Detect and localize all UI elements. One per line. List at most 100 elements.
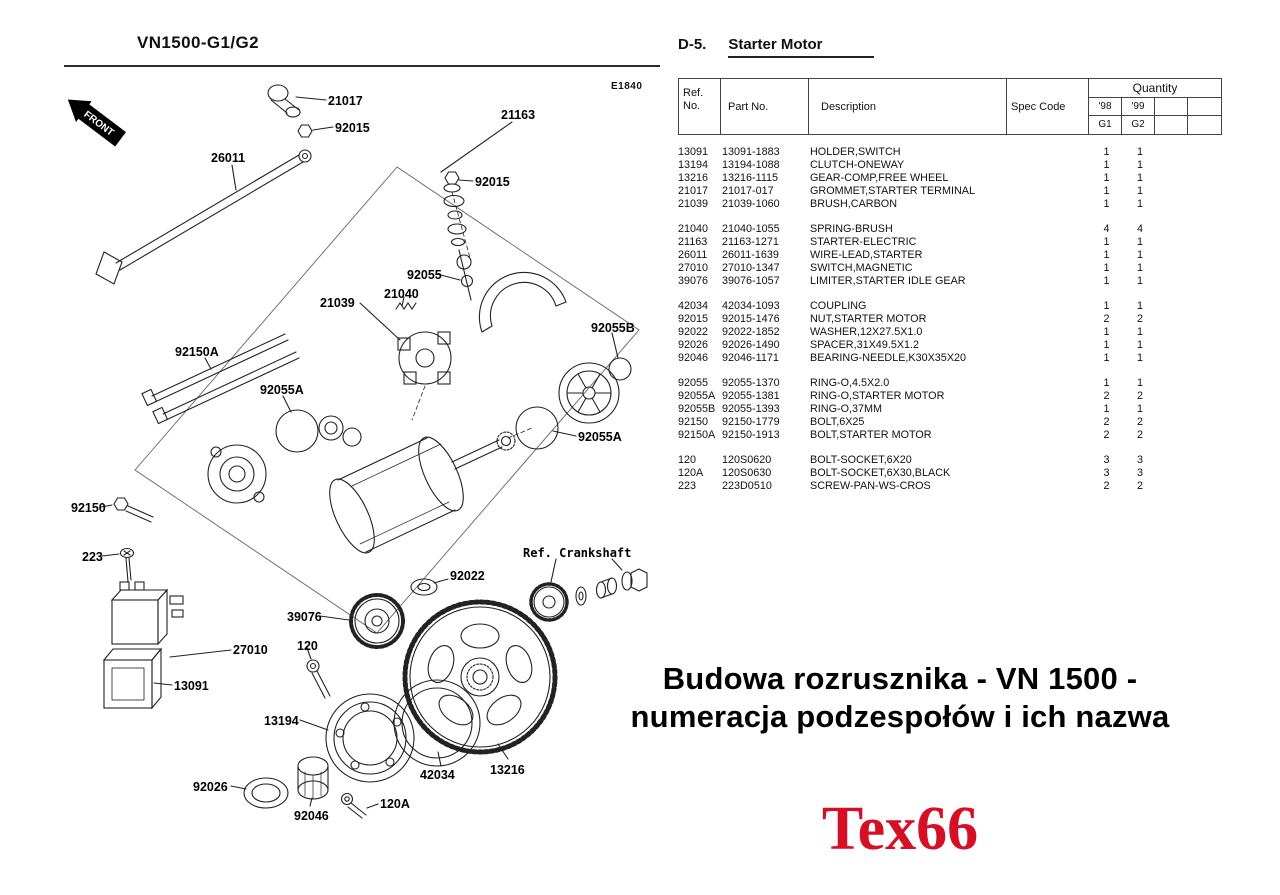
- cell-qty-99: 1: [1136, 352, 1143, 364]
- cell-description: LIMITER,STARTER IDLE GEAR: [810, 275, 966, 287]
- cell-qty-99: 1: [1136, 159, 1143, 171]
- cell-spec-code: [1008, 275, 1090, 288]
- diagram-title: VN1500-G1/G2: [137, 33, 259, 52]
- cell-part-no: 13216-1115: [722, 172, 779, 184]
- cell-qty-99: 2: [1136, 390, 1143, 402]
- cell-qty-blank2: [1190, 416, 1223, 429]
- part-label-ref-crankshaft: Ref. Crankshaft: [523, 546, 632, 560]
- cell-part-no: 39076-1057: [722, 275, 780, 287]
- cell-ref-no: 39076: [678, 275, 709, 287]
- cell-part-no: 92026-1490: [722, 339, 780, 351]
- cell-qty-blank2: [1190, 390, 1223, 403]
- cell-ref-no: 92026: [678, 339, 709, 351]
- cell-qty-99: 2: [1136, 480, 1143, 492]
- cell-part-no: 92150-1779: [722, 416, 780, 428]
- part-label-92150a: 92150A: [175, 345, 219, 359]
- cell-spec-code: [1008, 352, 1090, 365]
- part-label-42034: 42034: [420, 768, 455, 782]
- cell-qty-98: 1: [1103, 403, 1110, 415]
- cell-ref-no: 92015: [678, 313, 709, 325]
- cell-qty-99: 1: [1136, 403, 1143, 415]
- cell-qty-blank1: [1157, 313, 1190, 326]
- part-label-92055a: 92055A: [260, 383, 304, 397]
- cell-qty-blank2: [1190, 429, 1223, 442]
- cell-qty-98: 1: [1103, 146, 1110, 158]
- cell-qty-blank1: [1157, 198, 1190, 211]
- part-label-21163: 21163: [501, 108, 536, 122]
- cell-part-no: 92150-1913: [722, 429, 780, 441]
- table-title: D-5.Starter Motor: [678, 36, 875, 58]
- cell-qty-blank2: [1190, 172, 1223, 185]
- cell-spec-code: [1008, 416, 1090, 429]
- cell-qty-blank2: [1190, 236, 1223, 249]
- cell-qty-blank1: [1157, 326, 1190, 339]
- cell-part-no: 92055-1370: [722, 377, 780, 389]
- part-label-39076: 39076: [287, 610, 322, 624]
- part-label-92150: 92150: [71, 501, 106, 515]
- cell-qty-98: 2: [1103, 429, 1110, 441]
- cell-qty-99: 1: [1136, 275, 1143, 287]
- part-label-120: 120: [297, 639, 318, 653]
- header-description: Description: [809, 79, 1007, 134]
- cell-qty-blank2: [1190, 159, 1223, 172]
- cell-ref-no: 92022: [678, 326, 709, 338]
- cell-part-no: 92015-1476: [722, 313, 780, 325]
- cell-qty-98: 2: [1103, 416, 1110, 428]
- cell-spec-code: [1008, 159, 1090, 172]
- cell-ref-no: 120A: [678, 467, 704, 479]
- cell-qty-98: 1: [1103, 198, 1110, 210]
- cell-qty-98: 2: [1103, 480, 1110, 492]
- caption-line-1: Budowa rozrusznika - VN 1500 -: [662, 661, 1138, 696]
- cell-part-no: 27010-1347: [722, 262, 780, 274]
- cell-spec-code: [1008, 146, 1090, 159]
- section-title: Starter Motor: [728, 36, 875, 58]
- cell-part-no: 120S0630: [722, 467, 772, 479]
- table-row: 39076 39076-1057 LIMITER,STARTER IDLE GEAR…: [678, 275, 1224, 288]
- header-model-g2: G2: [1122, 116, 1155, 134]
- cell-ref-no: 13194: [678, 159, 709, 171]
- cell-qty-blank1: [1157, 275, 1190, 288]
- cell-part-no: 92022-1852: [722, 326, 780, 338]
- cell-spec-code: [1008, 223, 1090, 236]
- cell-qty-blank1: [1157, 403, 1190, 416]
- cell-qty-99: 1: [1136, 185, 1143, 197]
- cell-qty-blank2: [1190, 275, 1223, 288]
- header-model-blank1: [1155, 116, 1188, 134]
- cell-qty-98: 1: [1103, 377, 1110, 389]
- part-label-92026: 92026: [193, 780, 228, 794]
- header-part-no: Part No.: [721, 79, 809, 134]
- cell-qty-98: 1: [1103, 326, 1110, 338]
- cell-qty-blank1: [1157, 454, 1190, 467]
- cell-qty-blank1: [1157, 377, 1190, 390]
- cell-description: RING-O,4.5X2.0: [810, 377, 890, 389]
- cell-description: RING-O,STARTER MOTOR: [810, 390, 945, 402]
- cell-ref-no: 13216: [678, 172, 709, 184]
- cell-spec-code: [1008, 467, 1090, 480]
- cell-description: NUT,STARTER MOTOR: [810, 313, 927, 325]
- cell-spec-code: [1008, 185, 1090, 198]
- caption: Budowa rozrusznika - VN 1500 - numeracja…: [560, 660, 1240, 736]
- cell-qty-blank2: [1190, 480, 1223, 493]
- cell-qty-blank1: [1157, 352, 1190, 365]
- part-label-92022: 92022: [450, 569, 485, 583]
- cell-part-no: 92055-1393: [722, 403, 780, 415]
- cell-ref-no: 21039: [678, 198, 709, 210]
- cell-description: BOLT-SOCKET,6X30,BLACK: [810, 467, 951, 479]
- diagram-panel: VN1500-G1/G2 E1840 FRONT: [64, 33, 660, 823]
- header-year-98: '98: [1089, 98, 1122, 116]
- cell-spec-code: [1008, 429, 1090, 442]
- figure-code: E1840: [611, 81, 643, 92]
- cell-part-no: 13194-1088: [722, 159, 780, 171]
- title-rule: [64, 65, 660, 67]
- cell-part-no: 21163-1271: [722, 236, 779, 248]
